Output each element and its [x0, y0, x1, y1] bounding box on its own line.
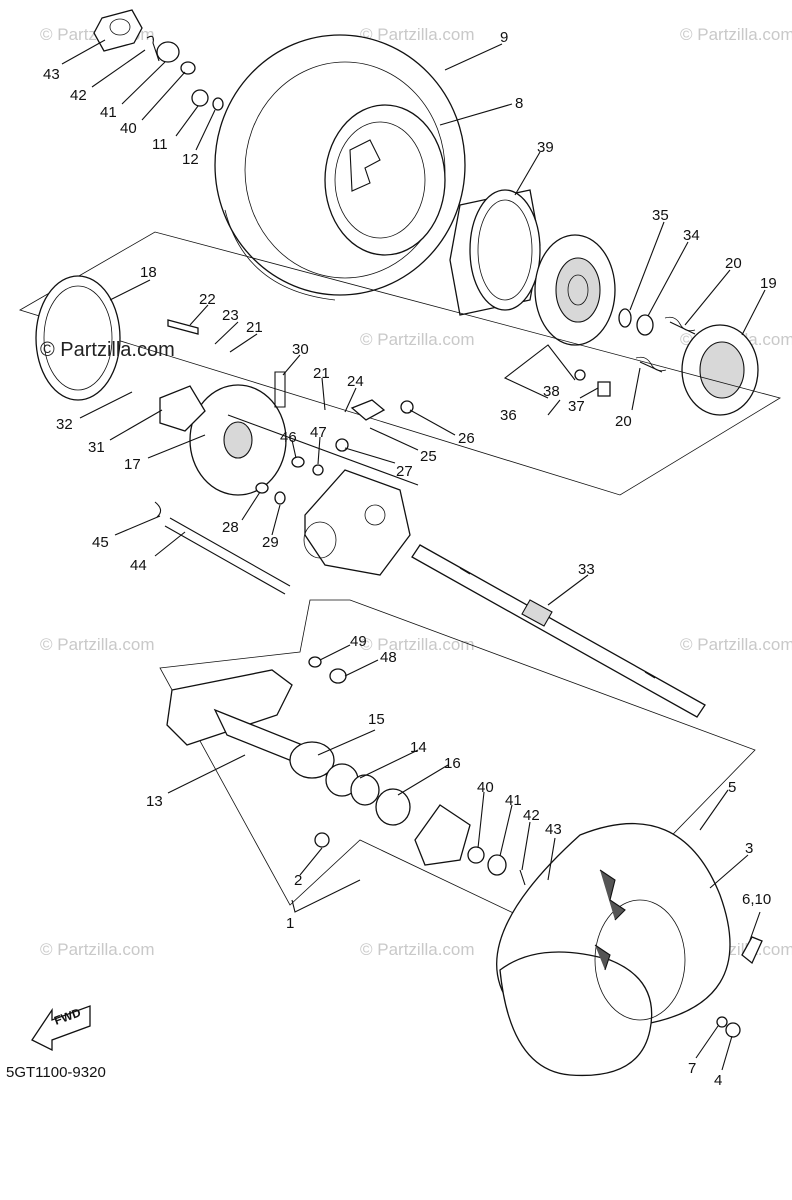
- callout-6-10: 6,10: [742, 891, 771, 908]
- watermark: © Partzilla.com: [40, 940, 155, 959]
- callout-22: 22: [199, 291, 216, 308]
- callout-43: 43: [545, 821, 562, 838]
- callout-23: 23: [222, 307, 239, 324]
- callout-40: 40: [477, 779, 494, 796]
- callout-28: 28: [222, 519, 239, 536]
- callout-49: 49: [350, 633, 367, 650]
- watermark: © Partzilla.com: [40, 635, 155, 654]
- brake-shoe-set: [635, 316, 759, 416]
- watermark: © Partzilla.com: [360, 635, 475, 654]
- callout-24: 24: [347, 373, 364, 390]
- callout-21: 21: [313, 365, 330, 382]
- callout-27: 27: [396, 463, 413, 480]
- callout-48: 48: [380, 649, 397, 666]
- callout-17: 17: [124, 456, 141, 473]
- callout-26: 26: [458, 430, 475, 447]
- backing-plate-group: [19, 231, 782, 505]
- watermark: © Partzilla.com: [360, 330, 475, 349]
- callout-45: 45: [92, 534, 109, 551]
- watermark: © Partzilla.com: [680, 25, 792, 44]
- callout-11: 11: [152, 136, 168, 153]
- rear-tire-lower: [496, 822, 763, 1077]
- callout-1: 1: [286, 915, 294, 932]
- forward-direction-arrow: FWD: [31, 1005, 91, 1052]
- callout-13: 13: [146, 793, 163, 810]
- rear-tire-upper: [214, 34, 466, 301]
- callout-43: 43: [43, 66, 60, 83]
- watermarks: © Partzilla.com © Partzilla.com © Partzi…: [40, 25, 792, 959]
- callout-37: 37: [568, 398, 585, 415]
- small-hardware-upper: [93, 9, 654, 397]
- callout-20: 20: [725, 255, 742, 272]
- brake-cam-shaft: [154, 501, 291, 595]
- watermark-main: © Partzilla.com: [40, 339, 175, 361]
- callout-29: 29: [262, 534, 279, 551]
- callout-20: 20: [615, 413, 632, 430]
- callout-46: 46: [280, 429, 297, 446]
- callout-21: 21: [246, 319, 263, 336]
- callout-14: 14: [410, 739, 427, 756]
- callout-33: 33: [578, 561, 595, 578]
- callout-39: 39: [537, 139, 554, 156]
- brake-drum: [534, 234, 616, 346]
- callout-38: 38: [543, 383, 560, 400]
- callout-42: 42: [70, 87, 87, 104]
- callout-5: 5: [728, 779, 736, 796]
- callout-31: 31: [88, 439, 105, 456]
- callout-34: 34: [683, 227, 700, 244]
- callout-47: 47: [310, 424, 327, 441]
- callout-16: 16: [444, 755, 461, 772]
- leader-lines: [61, 39, 766, 1071]
- watermark: © Partzilla.com: [360, 940, 475, 959]
- rear-axle: [411, 544, 706, 718]
- callout-42: 42: [523, 807, 540, 824]
- callout-41: 41: [505, 792, 522, 809]
- callout-19: 19: [760, 275, 777, 292]
- callout-44: 44: [130, 557, 147, 574]
- callout-7: 7: [688, 1060, 696, 1077]
- callout-40: 40: [120, 120, 137, 137]
- callout-18: 18: [140, 264, 157, 281]
- callout-15: 15: [368, 711, 385, 728]
- callout-8: 8: [515, 95, 523, 112]
- diagram-code: 5GT1100-9320: [6, 1064, 106, 1081]
- callout-30: 30: [292, 341, 309, 358]
- callout-3: 3: [745, 840, 753, 857]
- callout-25: 25: [420, 448, 437, 465]
- watermark: © Partzilla.com: [680, 635, 792, 654]
- callout-numbers: 43 42 41 40 11 12 9 8 39 35 34 20 19 20 …: [43, 29, 777, 1089]
- wheel-hub-sleeve: [449, 189, 541, 316]
- callout-41: 41: [100, 104, 117, 121]
- callout-36: 36: [500, 407, 517, 424]
- callout-12: 12: [182, 151, 199, 168]
- callout-2: 2: [294, 872, 302, 889]
- final-gear-case: [303, 469, 411, 576]
- callout-4: 4: [714, 1072, 722, 1089]
- callout-35: 35: [652, 207, 669, 224]
- callout-9: 9: [500, 29, 508, 46]
- watermark: © Partzilla.com: [360, 25, 475, 44]
- callout-32: 32: [56, 416, 73, 433]
